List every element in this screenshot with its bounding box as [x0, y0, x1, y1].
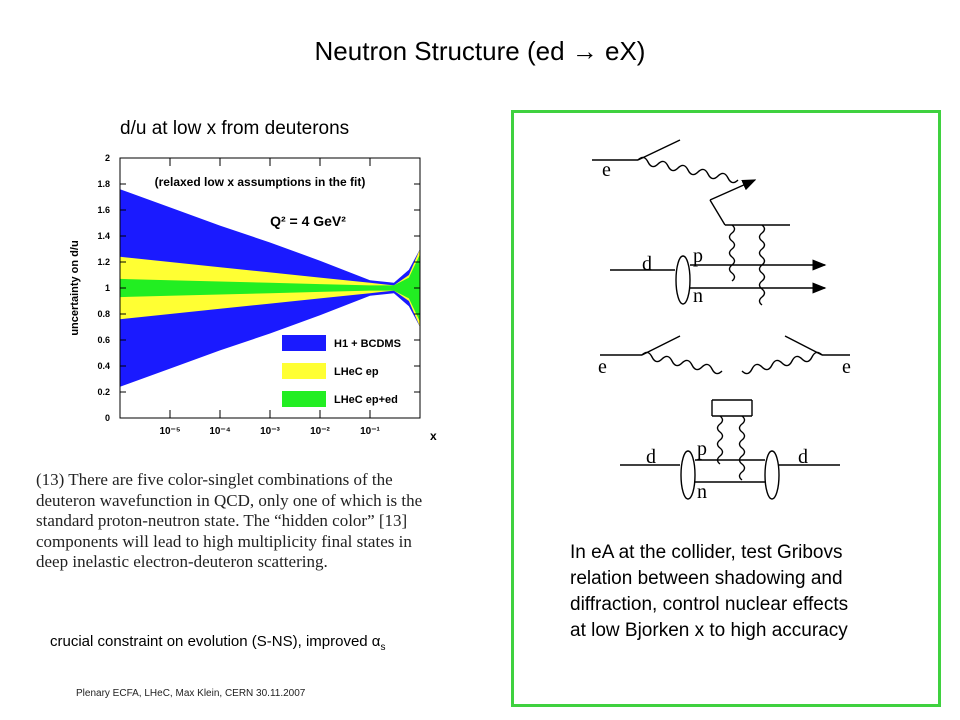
- label-n-bottom: n: [697, 481, 707, 500]
- bottom-photon-left: [641, 351, 723, 375]
- label-d-bottom-in: d: [646, 446, 656, 468]
- deuteron-blob: [675, 255, 691, 305]
- bottom-gluon-2: [738, 415, 746, 481]
- label-e-bottom-out: e: [842, 356, 851, 378]
- label-p-bottom: p: [697, 438, 707, 460]
- x-tick-label: 10⁻³: [260, 426, 280, 437]
- legend-label: LHeC ep: [334, 366, 379, 378]
- x-tick-label: 10⁻⁴: [209, 426, 230, 437]
- x-tick-label: 10⁻⁵: [159, 426, 180, 437]
- constraint-text: crucial constraint on evolution (S-NS), …: [50, 633, 385, 653]
- y-tick-label: 0.2: [97, 387, 110, 397]
- constraint-subscript: s: [380, 642, 386, 653]
- chart-annotation: (relaxed low x assumptions in the fit): [155, 175, 366, 189]
- band-lhec-ep-ed: [120, 254, 420, 322]
- diagram-top: [592, 139, 827, 306]
- page-title: Neutron Structure (ed → eX): [314, 36, 646, 66]
- electron-scatter-line: [637, 139, 681, 161]
- feynman-diagrams: e d p n e e d d p n: [592, 139, 851, 500]
- y-tick-label: 1: [105, 283, 110, 293]
- bottom-photon-right: [741, 351, 823, 375]
- y-axis-label: uncertainty on d/u: [69, 240, 81, 335]
- uncertainty-chart: 0 0.2 0.4 0.6 0.8 1 1.2 1.4 1.6 1.8 2 10⁻⁵ 10⁻⁴ 10⁻³ 1…: [69, 153, 437, 443]
- label-n-top: n: [693, 285, 703, 307]
- y-tick-label: 0.8: [97, 309, 110, 319]
- x-tick-label: 10⁻²: [310, 426, 330, 437]
- y-tick-label: 1.6: [97, 205, 110, 215]
- legend-label: LHeC ep+ed: [334, 394, 398, 406]
- bottom-gluon-1: [716, 415, 724, 465]
- diagram-bottom: [600, 335, 850, 500]
- footnote-text: (13) There are five color-singlet combin…: [36, 470, 423, 572]
- y-tick-label: 0.6: [97, 335, 110, 345]
- collider-note: In eA at the collider, test Gribovs rela…: [570, 542, 849, 641]
- bottom-electron-scatter-right: [784, 335, 823, 356]
- bottom-deuteron-blob-right: [764, 450, 780, 500]
- legend-swatch: [282, 335, 326, 351]
- y-tick-label: 1.8: [97, 179, 110, 189]
- label-e-bottom-in: e: [598, 356, 607, 378]
- x-axis-label: x: [430, 429, 437, 443]
- legend-swatch: [282, 391, 326, 407]
- y-tick-label: 1.4: [97, 231, 110, 241]
- label-e-top: e: [602, 159, 611, 181]
- quark-line: [709, 199, 726, 226]
- label-d-bottom-out: d: [798, 446, 808, 468]
- chart-title: d/u at low x from deuterons: [120, 118, 350, 139]
- gluon-line-1: [728, 224, 736, 282]
- y-tick-label: 1.2: [97, 257, 110, 267]
- slide-footer: Plenary ECFA, LHeC, Max Klein, CERN 30.1…: [76, 688, 306, 699]
- diagram-panel: [511, 110, 941, 707]
- legend-swatch: [282, 363, 326, 379]
- y-tick-label: 0.4: [97, 361, 110, 371]
- outgoing-electron-arrow: [709, 179, 757, 201]
- y-tick-label: 2: [105, 153, 110, 163]
- x-tick-label: 10⁻¹: [360, 426, 380, 437]
- q2-label: Q² = 4 GeV²: [270, 213, 346, 229]
- constraint-label: crucial constraint on evolution (S-NS), …: [50, 633, 381, 650]
- label-d-top: d: [642, 253, 652, 275]
- photon-line: [637, 156, 739, 184]
- y-tick-label: 0: [105, 413, 110, 423]
- label-p-top: p: [693, 245, 703, 267]
- bottom-electron-scatter: [641, 335, 681, 356]
- bottom-deuteron-blob-left: [680, 450, 696, 500]
- legend-label: H1 + BCDMS: [334, 338, 401, 350]
